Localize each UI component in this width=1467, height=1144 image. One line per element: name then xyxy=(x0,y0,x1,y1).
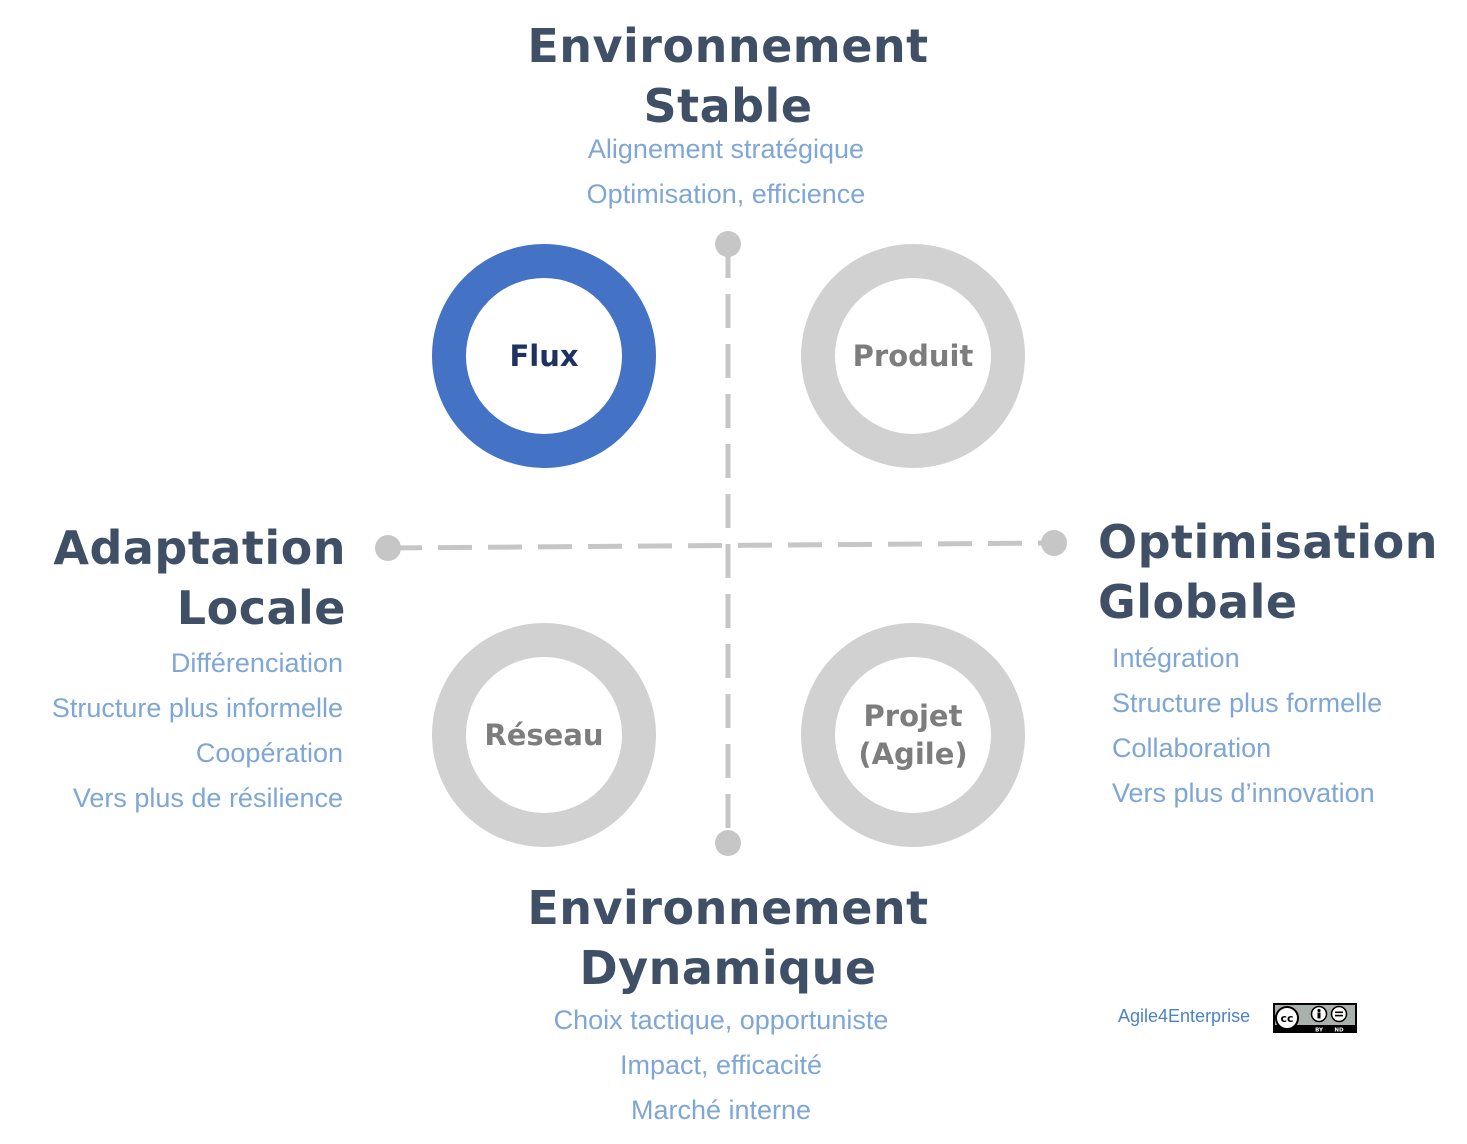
left-item: Structure plus informelle xyxy=(51,693,343,723)
quadrant-label-line: (Agile) xyxy=(858,737,968,771)
right-heading: Optimisation Globale xyxy=(1098,512,1467,632)
top-heading: Environnement Stable xyxy=(478,16,978,136)
bottom-item: Marché interne xyxy=(630,1095,812,1125)
quadrant-produit: Produit xyxy=(801,244,1025,468)
bottom-item: Choix tactique, opportuniste xyxy=(553,1005,889,1035)
left-item: Vers plus de résilience xyxy=(72,783,343,813)
left-heading-line-1: Adaptation xyxy=(53,521,346,575)
right-item: Vers plus d’innovation xyxy=(1112,778,1375,808)
quadrant-produit-label: Produit xyxy=(853,337,974,375)
svg-text:cc: cc xyxy=(1280,1012,1293,1025)
left-item: Différenciation xyxy=(170,648,343,678)
horizontal-axis xyxy=(387,540,1055,551)
quadrant-flux: Flux xyxy=(432,244,656,468)
right-items: Intégration Structure plus formelle Coll… xyxy=(1112,636,1462,816)
top-item: Optimisation, efficience xyxy=(586,179,866,209)
top-heading-line-2: Stable xyxy=(643,79,813,133)
left-items: Différenciation Structure plus informell… xyxy=(0,641,343,821)
right-heading-line-1: Optimisation xyxy=(1098,515,1439,569)
quadrant-label-line: Projet xyxy=(863,699,963,733)
top-items: Alignement stratégique Optimisation, eff… xyxy=(476,127,976,217)
quadrant-projet-agile-label: Projet (Agile) xyxy=(858,697,967,773)
right-item: Structure plus formelle xyxy=(1112,688,1383,718)
bottom-items: Choix tactique, opportuniste Impact, eff… xyxy=(471,998,971,1133)
bottom-heading-line-2: Dynamique xyxy=(579,941,877,995)
quadrant-label-line: Réseau xyxy=(484,718,604,752)
axis-dot-left xyxy=(375,535,401,561)
axis-dot-right xyxy=(1041,530,1067,556)
quadrant-reseau: Réseau xyxy=(432,623,656,847)
left-item: Coopération xyxy=(195,738,343,768)
svg-text:ND: ND xyxy=(1334,1028,1344,1034)
left-heading: Adaptation Locale xyxy=(0,518,346,638)
top-heading-line-1: Environnement xyxy=(527,19,929,73)
quadrant-label-line: Produit xyxy=(852,339,974,373)
quadrant-reseau-label: Réseau xyxy=(484,716,603,754)
bottom-heading: Environnement Dynamique xyxy=(478,878,978,998)
cc-license-badge-icon: cc BY ND xyxy=(1273,1003,1357,1033)
top-item: Alignement stratégique xyxy=(587,134,865,164)
brand-name: Agile4Enterprise xyxy=(1118,1006,1251,1026)
quadrant-projet-agile: Projet (Agile) xyxy=(801,623,1025,847)
bottom-heading-line-1: Environnement xyxy=(527,881,929,935)
axis-dot-top xyxy=(715,231,741,257)
svg-text:BY: BY xyxy=(1315,1028,1324,1034)
bottom-item: Impact, efficacité xyxy=(619,1050,823,1080)
left-heading-line-2: Locale xyxy=(176,581,346,635)
right-item: Intégration xyxy=(1112,643,1240,673)
right-heading-line-2: Globale xyxy=(1098,575,1298,629)
axis-dot-bottom xyxy=(715,830,741,856)
right-item: Collaboration xyxy=(1112,733,1272,763)
quadrant-label-line: Flux xyxy=(509,339,579,373)
quadrant-flux-label: Flux xyxy=(509,337,578,375)
